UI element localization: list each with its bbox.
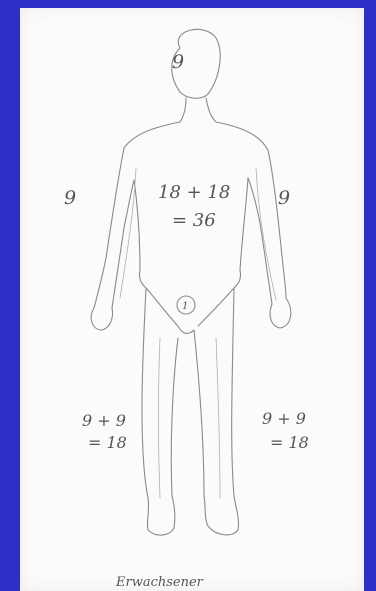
right-arm-label: 9	[64, 187, 76, 209]
body-surface-diagram: 9 9 9 18 + 18 = 36 1 9 + 9 = 18 9 + 9 = …	[20, 8, 364, 591]
inner-leg-lines	[159, 338, 221, 498]
torso-label-line1: 18 + 18	[158, 182, 230, 203]
right-leg-label-line1: 9 + 9	[82, 411, 126, 430]
right-leg-label-line2: = 18	[88, 433, 127, 452]
neck-outline	[180, 98, 216, 122]
left-leg-label-line1: 9 + 9	[262, 409, 306, 428]
torso-label-line2: = 36	[172, 210, 216, 231]
figure-caption: Erwachsener	[115, 575, 204, 590]
legs-outline	[142, 288, 239, 535]
left-leg-label-line2: = 18	[270, 433, 309, 452]
head-label: 9	[172, 51, 184, 73]
groin-label: 1	[182, 301, 188, 312]
paper-sheet: 9 9 9 18 + 18 = 36 1 9 + 9 = 18 9 + 9 = …	[20, 8, 364, 591]
left-arm-label: 9	[278, 187, 290, 209]
